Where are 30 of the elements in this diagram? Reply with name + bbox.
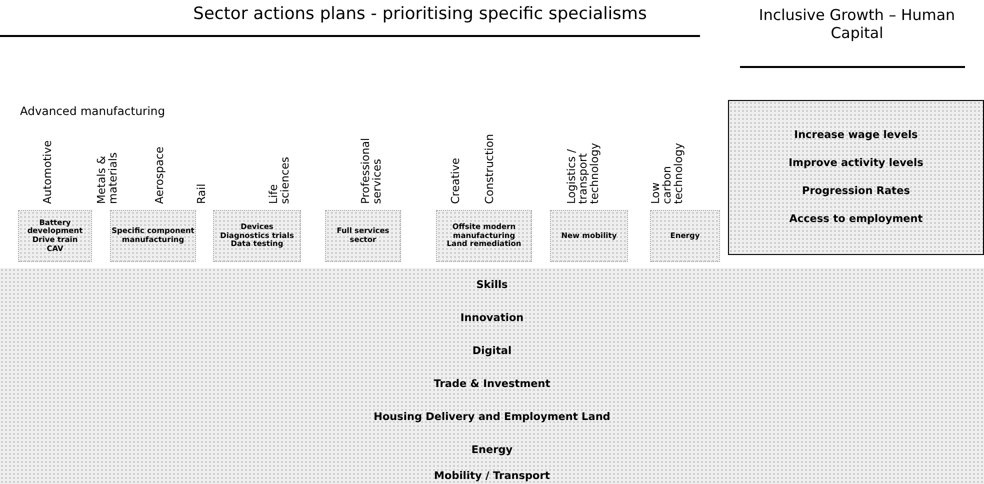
outcome-text: Improve activity levels [788,157,924,169]
specialism-box [18,210,92,262]
section-heading: Inclusive Growth – Human Capital [758,6,956,42]
sector-label: Aerospace [154,146,166,204]
specialism-box [550,210,628,262]
specialism-box [110,210,196,262]
outcome-text: Access to employment [788,213,924,225]
sector-label: Metals & materials [96,151,120,204]
specialism-box [650,210,720,262]
outcome-text: Increase wage levels [793,129,919,141]
sector-label: Construction [484,132,496,204]
group-heading: Advanced manufacturing [20,104,166,118]
sector-label: Life sciences [268,159,292,204]
specialism-box [325,210,401,262]
theme-text: Housing Delivery and Employment Land [374,411,610,423]
section-heading: Sector actions plans - prioritising specific specialisms [192,4,648,24]
specialism-box [213,210,301,262]
outcomes-panel [728,100,984,255]
theme-text: Digital [472,345,512,357]
theme-text: Trade & Investment [434,378,550,390]
theme-text: Energy [471,444,513,456]
theme-text: Skills [476,279,508,291]
sector-label: Professional services [360,136,384,204]
sector-label: Rail [196,182,208,204]
sector-label: Automotive [42,139,54,204]
outcome-text: Progression Rates [801,185,911,197]
sector-label: Creative [450,156,462,204]
theme-text: Mobility / Transport [434,470,550,482]
specialism-box [436,210,532,262]
theme-text: Innovation [460,312,524,324]
